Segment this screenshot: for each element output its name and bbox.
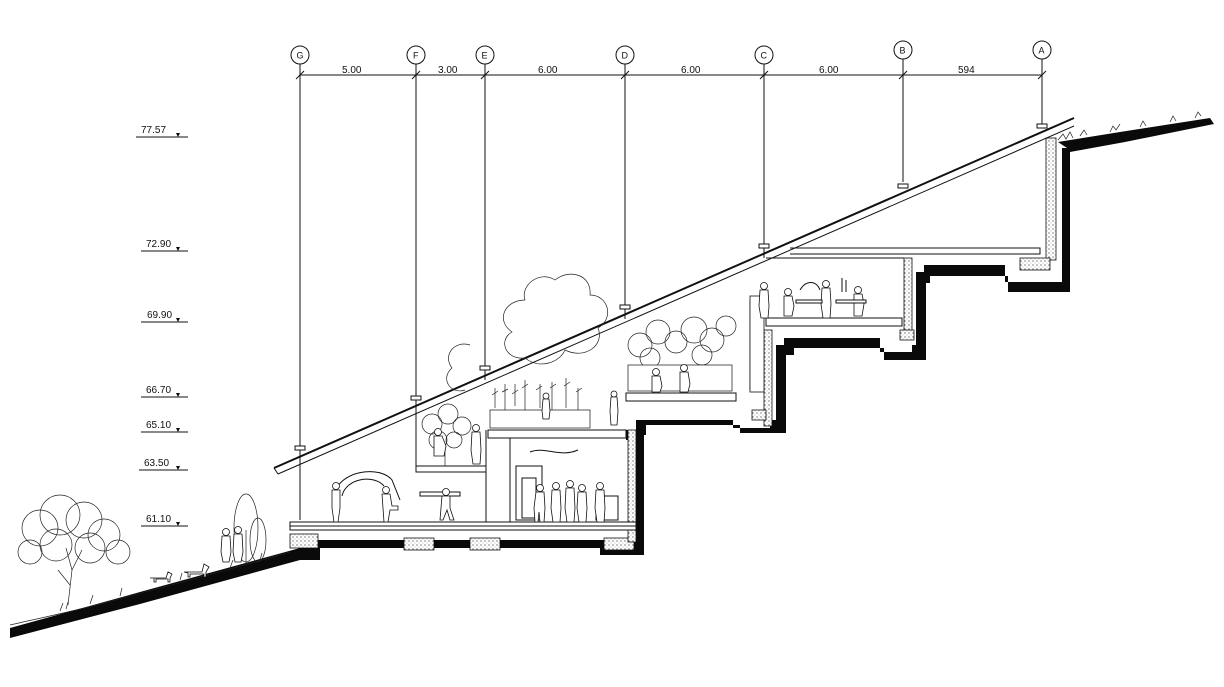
svg-text:G: G: [297, 51, 304, 61]
dimension-value: 6.00: [819, 65, 839, 76]
dimension-value: 6.00: [681, 65, 701, 76]
grid-line-g: G: [290, 45, 310, 520]
level-label: 77.57: [141, 125, 166, 136]
level-mark: 66.70: [141, 385, 188, 398]
grid-system: 5.00 3.00 6.00 6.00 6.00 594 G F E D: [290, 40, 1052, 520]
level-label: 65.10: [146, 420, 171, 431]
svg-text:D: D: [622, 51, 629, 61]
svg-text:E: E: [482, 51, 488, 61]
level-marks: 77.57 72.90 69.90 66.70 65.10 63.50: [136, 125, 188, 527]
level-mark: 61.10: [141, 514, 188, 527]
svg-text:A: A: [1039, 46, 1045, 56]
grid-line-a: A: [1032, 40, 1052, 125]
dimension-value: 3.00: [438, 65, 458, 76]
level-mark: 72.90: [141, 239, 188, 252]
dimension-value: 6.00: [538, 65, 558, 76]
level-label: 63.50: [144, 458, 169, 469]
level-label: 66.70: [146, 385, 171, 396]
svg-text:F: F: [413, 51, 419, 61]
grid-line-c: C: [754, 45, 774, 250]
exterior-trees: [17, 273, 609, 606]
dimension-value: 594: [958, 65, 975, 76]
roof: [273, 117, 1075, 475]
level-mark: 69.90: [141, 310, 188, 323]
svg-text:B: B: [900, 46, 906, 56]
level-mark: 65.10: [141, 420, 188, 433]
level-mark: 77.57: [136, 125, 188, 138]
dimension-value: 5.00: [342, 65, 362, 76]
floor-slabs: [289, 247, 1041, 531]
people-figures: [331, 278, 867, 523]
grid-line-d: D: [615, 45, 635, 310]
grid-line-e: E: [475, 45, 495, 380]
level-mark: 63.50: [139, 458, 188, 471]
svg-text:C: C: [761, 51, 768, 61]
terrain: [9, 111, 1214, 638]
level-label: 72.90: [146, 239, 171, 250]
interior-plants: [333, 315, 737, 521]
level-label: 69.90: [147, 310, 172, 321]
grid-line-b: B: [893, 40, 913, 182]
retaining-structure: [289, 137, 1070, 560]
level-label: 61.10: [146, 514, 171, 525]
